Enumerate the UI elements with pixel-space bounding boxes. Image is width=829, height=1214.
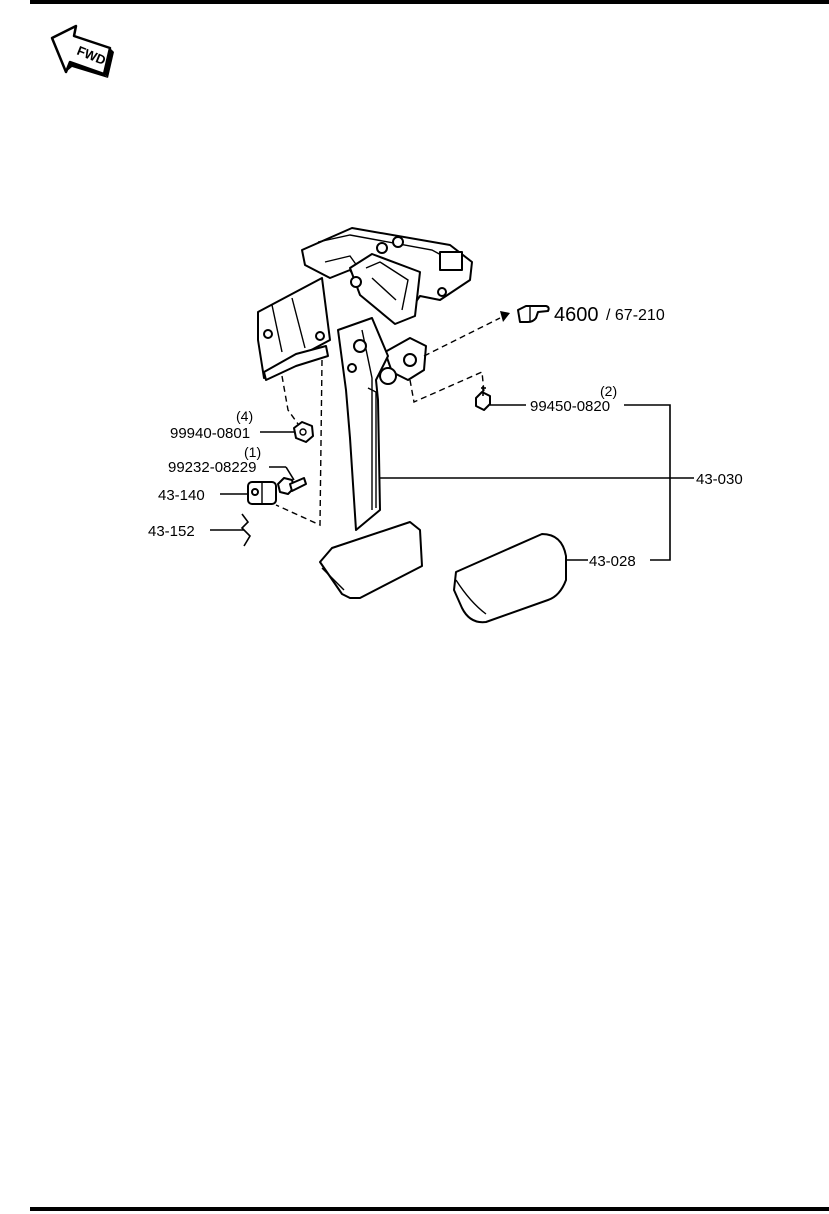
bolt-qty: (1) bbox=[244, 444, 261, 460]
mount-bolt-hardware bbox=[475, 386, 491, 411]
brake-pedal-arm bbox=[319, 317, 423, 599]
reference-main: 4600 bbox=[554, 304, 599, 326]
assembly-line-clevis bbox=[275, 359, 323, 527]
clip-part-number: 43-152 bbox=[148, 523, 195, 540]
clip-hardware bbox=[240, 513, 252, 547]
pedal-pad bbox=[453, 533, 567, 624]
mount-bolt-part-number: 99450-0820 bbox=[530, 398, 610, 415]
bolt-part-number: 99232-08229 bbox=[168, 459, 256, 476]
assembly-line-mount bbox=[409, 370, 485, 403]
nut-hardware bbox=[293, 421, 314, 443]
leader-bracket-right bbox=[624, 404, 671, 561]
reference-arrow-head bbox=[500, 311, 510, 322]
clevis-hardware bbox=[247, 481, 277, 505]
pointing-hand-icon bbox=[517, 305, 550, 323]
nut-qty: (4) bbox=[236, 408, 253, 424]
reference-sub: / 67-210 bbox=[606, 307, 665, 324]
clevis-part-number: 43-140 bbox=[158, 487, 205, 504]
pad-part-number: 43-028 bbox=[589, 553, 636, 570]
nut-part-number: 99940-0801 bbox=[170, 425, 250, 442]
pedal-bracket bbox=[257, 227, 473, 381]
leader-bolt-b bbox=[285, 466, 295, 481]
bolt-hardware bbox=[277, 477, 307, 495]
pedal-part-number: 43-030 bbox=[696, 471, 743, 488]
fwd-arrow-icon: FWD bbox=[50, 24, 114, 78]
assembly-line-nut bbox=[281, 375, 299, 425]
reference-arrow-line bbox=[423, 317, 501, 357]
mount-bolt-qty: (2) bbox=[600, 383, 617, 399]
